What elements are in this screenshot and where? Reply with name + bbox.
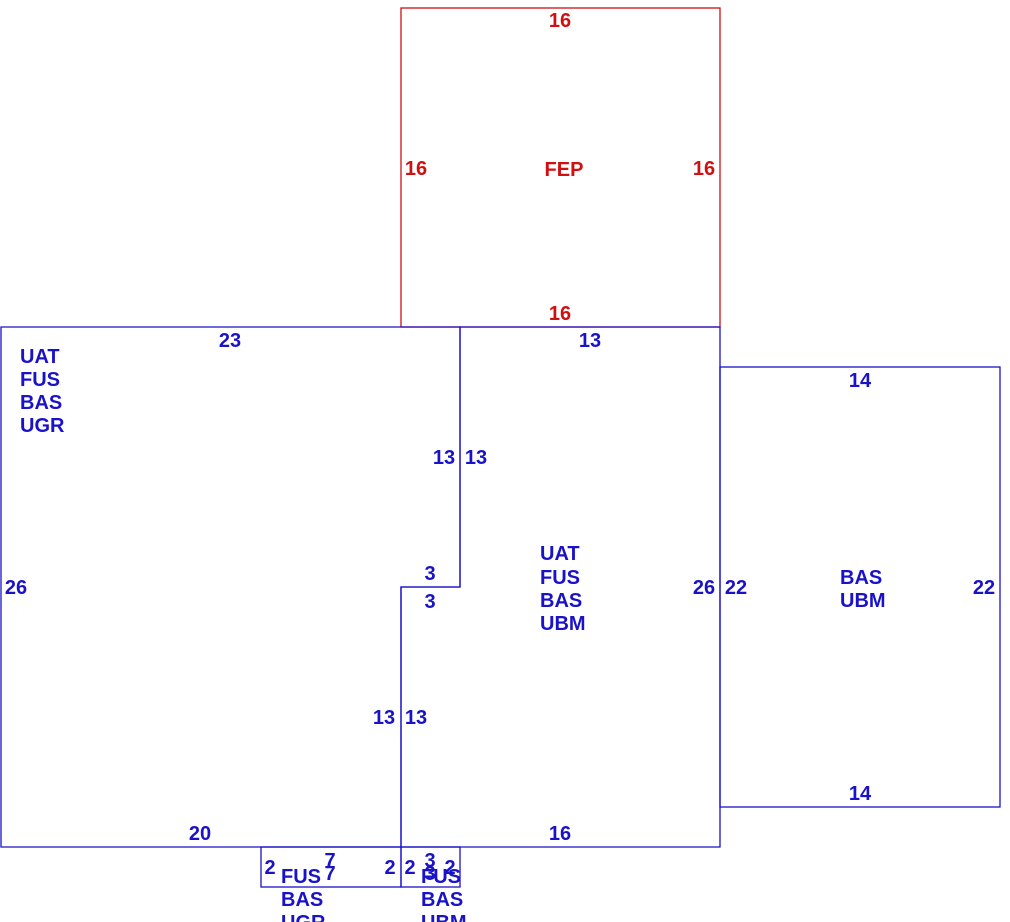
fep-left-dimension: 16 — [405, 158, 427, 180]
middle-block-right-dimension: 26 — [693, 577, 715, 599]
right-block-code: UBM — [840, 590, 886, 612]
middle-block-step-dimension: 3 — [424, 591, 435, 613]
fep-top-dimension: 16 — [549, 10, 571, 32]
left-block-outline — [0, 326, 461, 848]
left-block-bottom-dimension: 20 — [189, 823, 211, 845]
left-block-inner-upper-dimension: 13 — [433, 447, 455, 469]
left-block-code: UAT — [20, 346, 60, 368]
small-right-outline — [400, 846, 461, 888]
small-left-bottom-dimension: 7 — [324, 863, 335, 885]
middle-block-top-dimension: 13 — [579, 330, 601, 352]
small-right-right-dimension: 2 — [444, 857, 455, 879]
small-right-bottom-dimension: 3 — [424, 863, 435, 885]
middle-block-inner-upper-dimension: 13 — [465, 447, 487, 469]
middle-block-code: FUS — [540, 567, 580, 589]
right-block-outline — [719, 366, 1001, 808]
left-block-inner-lower-dimension: 13 — [373, 707, 395, 729]
small-left-code: BAS — [281, 889, 323, 911]
fep-right-dimension: 16 — [693, 158, 715, 180]
left-block-top-dimension: 23 — [219, 330, 241, 352]
left-block-code: BAS — [20, 392, 62, 414]
fep-label: FEP — [545, 159, 584, 181]
small-right-code: UBM — [421, 912, 467, 922]
right-block-code: BAS — [840, 567, 882, 589]
small-left-right-dimension: 2 — [384, 857, 395, 879]
fep-bottom-dimension: 16 — [549, 303, 571, 325]
right-block-top-dimension: 14 — [849, 370, 872, 392]
middle-block-code: UBM — [540, 613, 586, 635]
left-block-code: FUS — [20, 369, 60, 391]
small-right-code: BAS — [421, 889, 463, 911]
right-block-right-dimension: 22 — [973, 577, 995, 599]
middle-block-bottom-dimension: 16 — [549, 823, 571, 845]
small-left-code: FUS — [281, 866, 321, 888]
small-right-left-dimension: 2 — [404, 857, 415, 879]
left-block-step-dimension: 3 — [424, 563, 435, 585]
small-right-top-dimension: 3 — [424, 850, 435, 872]
middle-block-code: BAS — [540, 590, 582, 612]
right-block-left-dimension: 22 — [725, 577, 747, 599]
left-block-code: UGR — [20, 415, 65, 437]
left-block-left-dimension: 26 — [5, 577, 27, 599]
small-left-top-dimension: 7 — [324, 850, 335, 872]
right-block-bottom-dimension: 14 — [849, 783, 872, 805]
small-left-code: UGR — [281, 912, 326, 922]
small-right-code: FUS — [421, 866, 461, 888]
middle-block-inner-lower-dimension: 13 — [405, 707, 427, 729]
middle-block-code: UAT — [540, 543, 580, 565]
small-left-left-dimension: 2 — [264, 857, 275, 879]
